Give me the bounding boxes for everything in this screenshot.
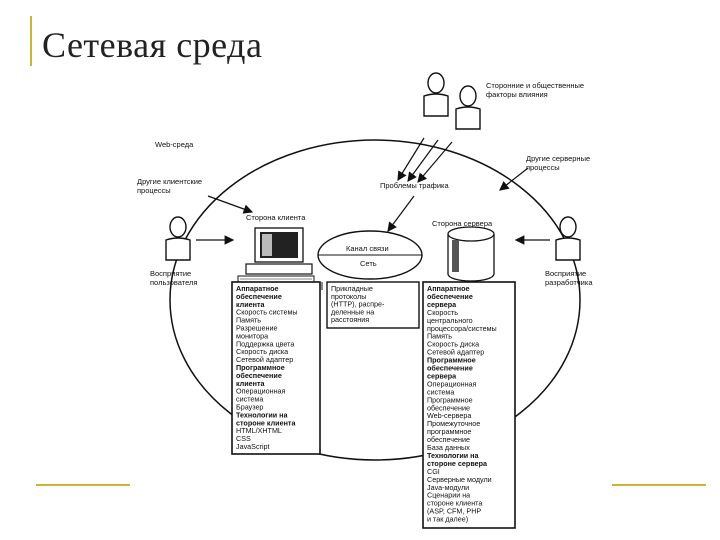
server-box-line: Сценарии на [427,491,470,500]
server-box-line: обеспечение [427,364,473,373]
client-box-line: Память [236,316,261,325]
label-user-perception-1: Восприятие [150,269,191,278]
client-box-line: система [236,395,263,404]
decor-bottom-left-line [36,484,130,486]
label-server-side: Сторона сервера [432,219,493,228]
decor-bottom-right-line [612,484,706,486]
label-developer-perception-1: Восприятие [545,269,586,278]
label-other-server-1: Другие серверные [526,154,590,163]
protocol-box-line: (HTTP), распре- [331,300,385,309]
label-developer-perception-2: разработчика [545,278,593,287]
server-box-line: Программное [427,356,476,365]
server-box-line: стороне сервера [427,459,488,468]
client-box-line: Скорость системы [236,308,298,317]
protocol-box-line: Прикладные [331,284,373,293]
client-box-line: клиента [236,379,266,388]
client-box-line: обеспечение [236,371,282,380]
server-box-line: База данных [427,443,470,452]
label-other-client-1: Другие клиентские [137,177,202,186]
protocol-box-line: расстояния [331,315,369,324]
person-icon-user [165,216,191,261]
client-box-line: JavaScript [236,442,270,451]
server-info-box [422,281,516,529]
label-traffic-problems: Проблемы трафика [380,181,449,190]
slide-title: Сетевая среда [42,25,263,65]
arrow-traffic-to-channel [387,195,415,232]
server-box-line: Серверные модули [427,475,492,484]
protocol-box-line: протоколы [331,292,366,301]
person-icon-factor-1 [423,72,449,117]
server-box-line: Программное [427,395,473,404]
server-box-line: система [427,387,454,396]
server-box-line: обеспечение [427,403,470,412]
client-box-line: обеспечение [236,292,282,301]
decor-vertical-line [30,16,32,66]
arrow-factor-3 [417,141,453,183]
server-box-line: обеспечение [427,292,473,301]
arrow-factor-2 [407,139,439,182]
client-box-line: Технологии на [236,410,289,419]
client-box-line: Браузер [236,403,263,412]
server-box-text: АппаратноеобеспечениесервераСкоростьцент… [427,284,497,524]
server-box-line: центрального [427,316,473,325]
label-external-factors-2: факторы влияния [486,90,548,99]
protocol-box-line: деленные на [331,307,374,316]
server-box-line: сервера [427,300,457,309]
client-box-line: Аппаратное [236,284,279,293]
server-box-line: сервера [427,371,457,380]
arrow-other-server [499,167,529,191]
server-box-line: CGI [427,467,440,476]
client-box-line: Операционная [236,387,286,396]
server-box-line: программное [427,427,471,436]
server-database-icon [447,226,495,282]
server-box-line: (ASP, CFM, PHP [427,507,481,516]
protocol-info-box [326,281,420,329]
label-external-factors-1: Сторонние и общественные [486,81,584,90]
client-computer-icon [237,227,315,283]
server-box-line: Java-модули [427,483,469,492]
client-box-line: CSS [236,434,251,443]
arrow-factor-1 [397,137,425,182]
label-network: Сеть [360,259,377,268]
server-box-line: Аппаратное [427,284,470,293]
client-box-line: HTML/XHTML [236,426,282,435]
client-box-line: Разрешение [236,324,278,333]
server-box-line: и так далее) [427,515,468,524]
client-box-line: Сетевой адаптер [236,355,293,364]
web-environment-ellipse [169,139,581,461]
person-icon-factor-2 [455,85,481,130]
client-box-line: Программное [236,363,285,372]
label-channel: Канал связи [346,244,389,253]
server-box-line: Сетевой адаптер [427,348,484,357]
label-other-server-2: процессы [526,163,560,172]
client-box-line: стороне клиента [236,418,296,427]
label-user-perception-2: пользователя [150,278,198,287]
label-other-client-2: процессы [137,186,171,195]
client-box-line: клиента [236,300,266,309]
client-info-box [231,281,321,455]
client-box-line: Скорость диска [236,347,288,356]
server-box-line: обеспечение [427,435,470,444]
client-box-line: монитора [236,331,268,340]
server-box-line: стороне клиента [427,499,482,508]
server-box-line: Скорость диска [427,340,479,349]
person-icon-developer [555,216,581,261]
server-box-line: Промежуточное [427,419,480,428]
server-box-line: Память [427,332,452,341]
arrow-other-client [207,195,254,214]
server-box-line: процессора/системы [427,324,497,333]
client-box-line: Поддержка цвета [236,339,294,348]
server-box-line: Технологии на [427,451,480,460]
server-box-line: Web-сервера [427,411,471,420]
server-box-line: Операционная [427,379,477,388]
server-box-line: Скорость [427,308,458,317]
label-client-side: Сторона клиента [246,213,306,222]
label-web-environment: Web-среда [155,140,194,149]
